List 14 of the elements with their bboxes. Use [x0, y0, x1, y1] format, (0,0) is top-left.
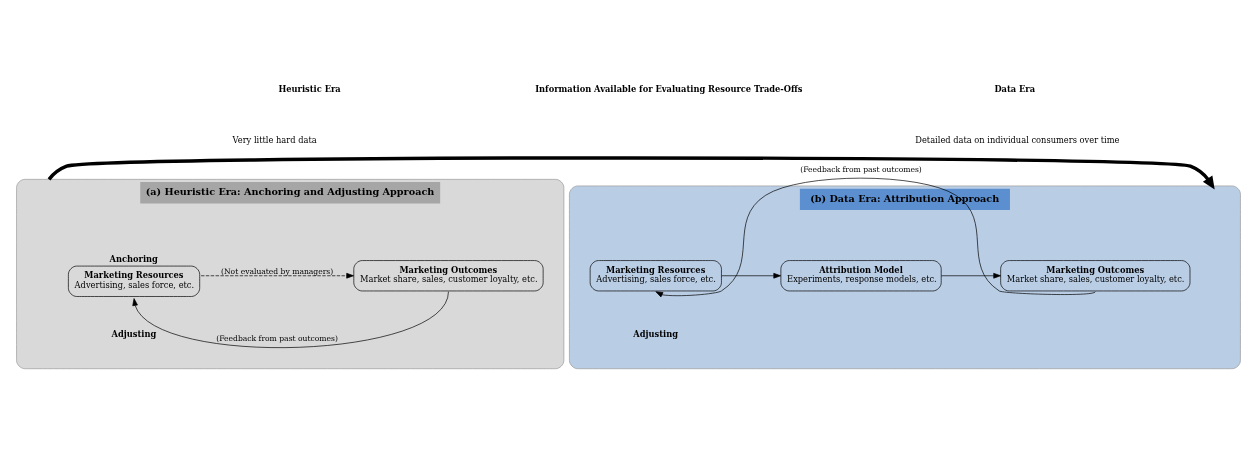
arrow [721, 273, 781, 279]
arrow [941, 273, 1001, 279]
arrow [47, 156, 1215, 190]
label: Data Era [994, 83, 1036, 94]
label: Information Available for Evaluating Resource Trade-Offs [535, 83, 803, 94]
label: Adjusting [633, 328, 679, 339]
node-label: Anchoring [109, 253, 158, 264]
label: Heuristic Era [278, 83, 341, 94]
label: Very little hard data [232, 134, 317, 145]
arrow [200, 273, 354, 279]
arrow [655, 177, 1096, 298]
arrow [132, 291, 449, 348]
label: Adjusting [111, 328, 157, 339]
label: Detailed data on individual consumers over time [915, 134, 1120, 145]
